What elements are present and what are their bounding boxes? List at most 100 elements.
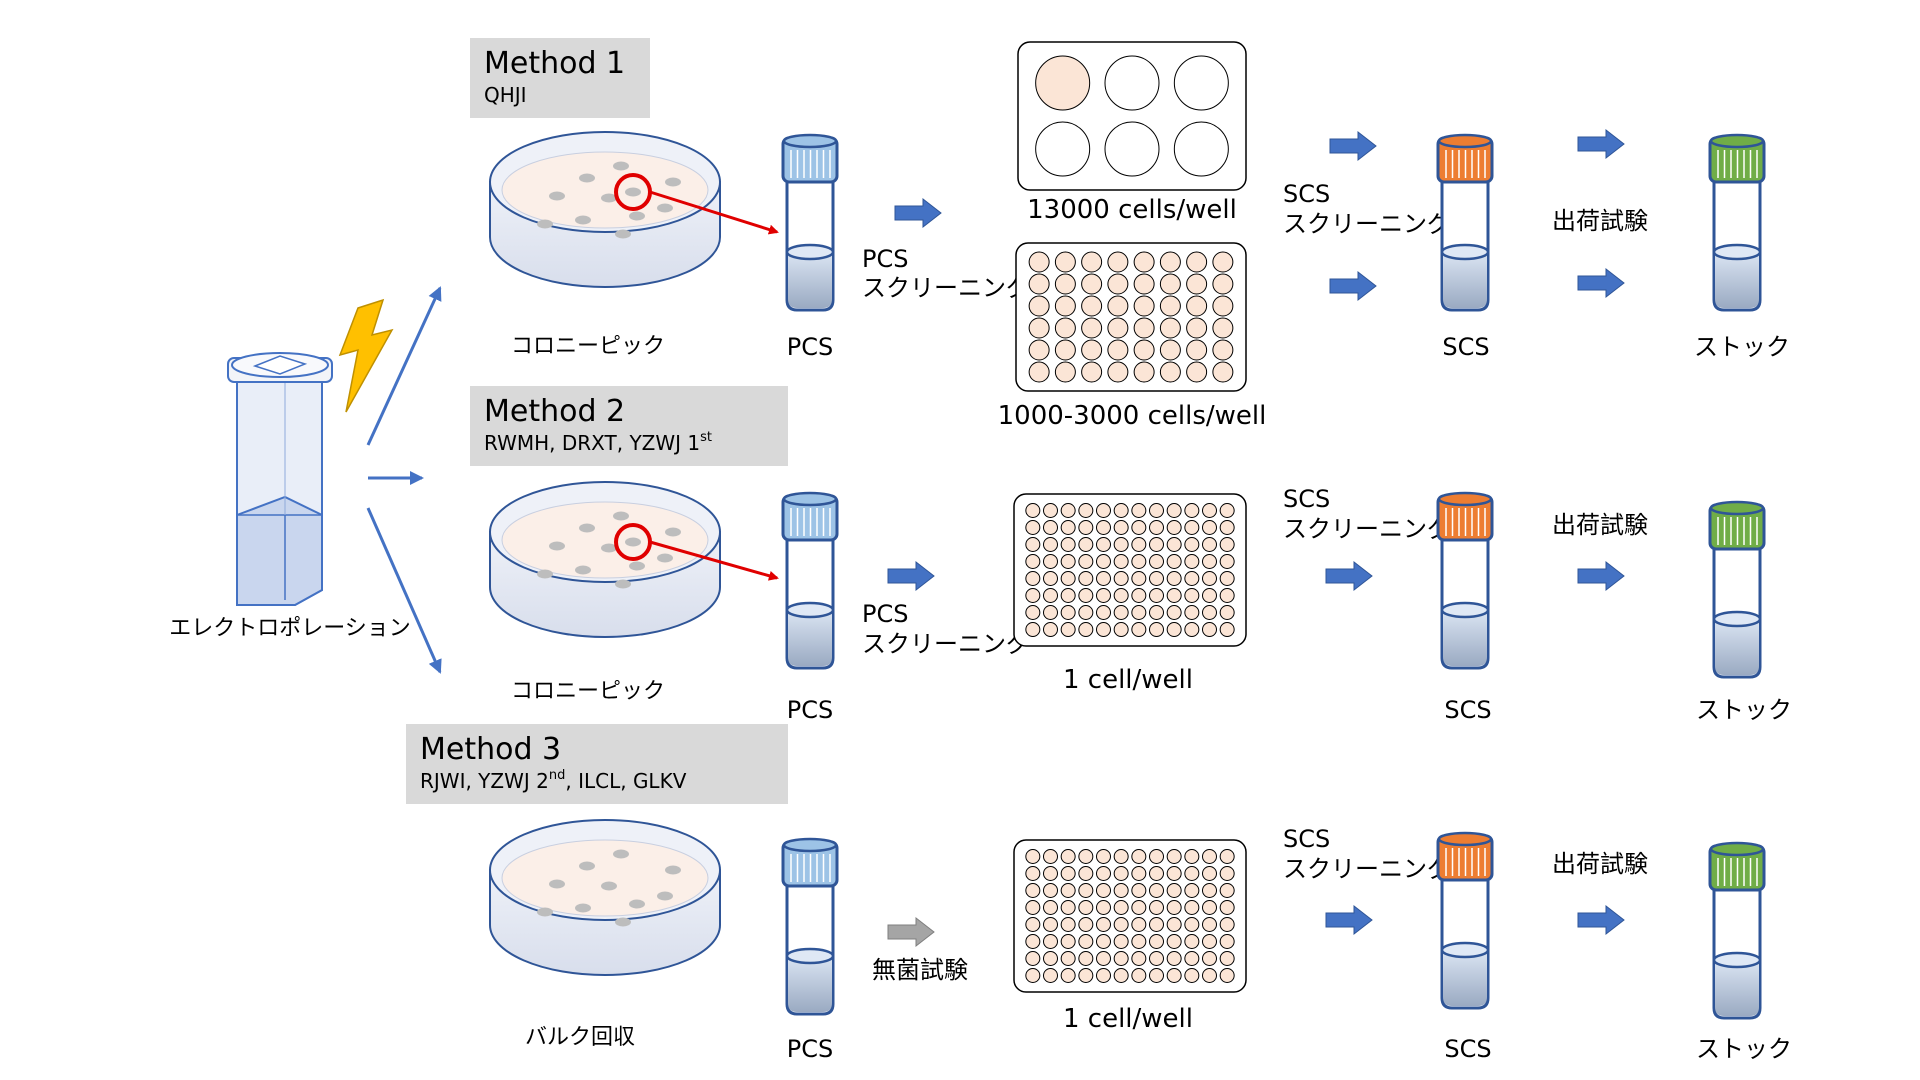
colony	[629, 899, 645, 909]
well	[1078, 537, 1094, 552]
well	[1166, 588, 1182, 603]
well	[1113, 622, 1129, 637]
well	[1149, 934, 1164, 949]
well	[1043, 951, 1058, 966]
ship-arrow-bottom	[1577, 267, 1625, 299]
well	[1113, 554, 1129, 569]
stock-vial	[1708, 841, 1766, 1020]
well	[1081, 295, 1103, 317]
well	[1133, 339, 1155, 361]
well	[1096, 537, 1111, 552]
well	[1131, 571, 1147, 586]
vial-cap-top	[1437, 831, 1493, 847]
well	[1159, 339, 1181, 361]
picked-colony	[625, 537, 641, 547]
well	[1078, 883, 1094, 898]
well	[1131, 917, 1147, 932]
well	[1131, 588, 1147, 603]
well	[1025, 503, 1041, 518]
well	[1113, 537, 1129, 552]
vial-liquid-surface	[1712, 610, 1762, 628]
vial-liquid	[1715, 960, 1759, 1016]
colony	[629, 211, 645, 221]
well	[1096, 571, 1111, 586]
well	[1212, 295, 1234, 317]
well	[1184, 849, 1200, 864]
well	[1060, 917, 1076, 932]
well	[1054, 273, 1076, 295]
well	[1025, 968, 1041, 983]
colony	[579, 523, 595, 533]
well	[1025, 917, 1041, 932]
well	[1184, 503, 1200, 518]
well	[1025, 571, 1041, 586]
colony	[657, 553, 673, 563]
well	[1159, 317, 1181, 339]
bulk-dish	[489, 819, 721, 976]
well	[1081, 339, 1103, 361]
well	[1184, 900, 1200, 915]
well	[1107, 317, 1129, 339]
well	[1043, 900, 1058, 915]
fanout-arrows	[366, 286, 442, 674]
well	[1113, 900, 1129, 915]
well	[1166, 951, 1182, 966]
well	[1166, 968, 1182, 983]
scs-step-line2: スクリーニング	[1283, 210, 1451, 238]
well	[1202, 849, 1217, 864]
vial-liquid	[1443, 252, 1487, 308]
vial-liquid-surface	[785, 947, 835, 965]
forty-eight-well-plate	[1015, 242, 1247, 392]
well	[1184, 520, 1200, 535]
scs-step-line2: スクリーニング	[1283, 855, 1451, 883]
stock-label: ストック	[1696, 1035, 1792, 1063]
well	[1149, 849, 1164, 864]
well	[1149, 900, 1164, 915]
well	[1096, 588, 1111, 603]
well	[1035, 55, 1091, 111]
well	[1166, 605, 1182, 620]
well	[1202, 554, 1217, 569]
well	[1025, 900, 1041, 915]
scs-vial	[1436, 491, 1494, 670]
colony	[575, 215, 591, 225]
colony	[629, 561, 645, 571]
picked-colony	[625, 187, 641, 197]
well	[1028, 339, 1050, 361]
well	[1212, 273, 1234, 295]
well	[1096, 622, 1111, 637]
well	[1166, 849, 1182, 864]
well	[1202, 571, 1217, 586]
well	[1096, 605, 1111, 620]
well	[1131, 951, 1147, 966]
vial-liquid-surface	[785, 243, 835, 261]
pcs-vial	[781, 133, 839, 312]
well	[1060, 849, 1076, 864]
ship-arrow	[1577, 904, 1625, 936]
well	[1131, 883, 1147, 898]
well	[1202, 622, 1217, 637]
well	[1025, 588, 1041, 603]
well	[1149, 537, 1164, 552]
well	[1043, 866, 1058, 881]
well	[1078, 571, 1094, 586]
samples-superscript: st	[700, 430, 712, 445]
well	[1202, 934, 1217, 949]
well	[1025, 554, 1041, 569]
well	[1043, 554, 1058, 569]
well	[1149, 968, 1164, 983]
well	[1159, 251, 1181, 273]
stock-vial	[1708, 133, 1766, 312]
well	[1113, 588, 1129, 603]
well	[1096, 934, 1111, 949]
well	[1184, 883, 1200, 898]
colony	[613, 161, 629, 171]
well	[1184, 537, 1200, 552]
well	[1078, 866, 1094, 881]
colony	[579, 861, 595, 871]
well	[1043, 537, 1058, 552]
well	[1054, 361, 1076, 383]
